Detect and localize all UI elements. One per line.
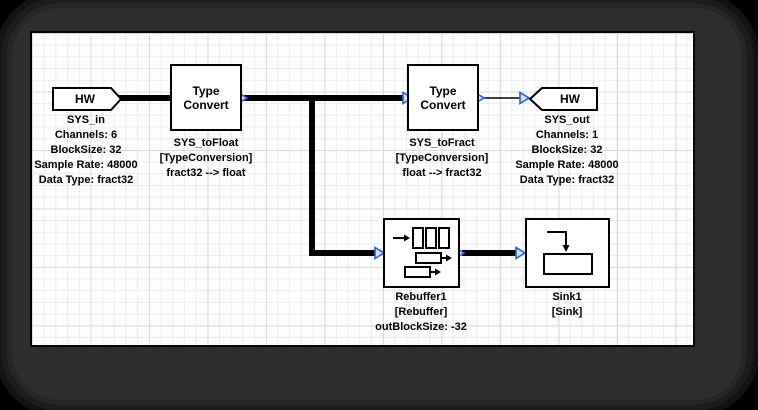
block-hw-in[interactable]: HW (52, 87, 123, 111)
port-in-hw-out[interactable] (519, 91, 531, 105)
node-detail: fract32 --> float (166, 167, 246, 179)
block-title: Type Convert (420, 83, 466, 112)
sink-icon (542, 231, 593, 275)
block-title: Type Convert (183, 83, 229, 112)
node-type: [Sink] (551, 306, 583, 318)
block-hw-in-title: HW (75, 92, 96, 106)
schematic-canvas[interactable]: HW SYS_in Channels: 6 BlockSize: 32 Samp… (32, 33, 693, 345)
node-prop: BlockSize: 32 (531, 144, 603, 156)
block-rebuffer1[interactable] (383, 218, 460, 288)
node-detail: float --> fract32 (402, 167, 482, 179)
node-prop: Channels: 6 (54, 129, 118, 141)
node-type: [TypeConversion] (159, 152, 253, 164)
sys-tofloat-labels: SYS_toFloat [TypeConversion] fract32 -->… (160, 136, 253, 181)
sink1-labels: Sink1 [Sink] (552, 290, 583, 320)
hw-out-labels: SYS_out Channels: 1 BlockSize: 32 Sample… (515, 113, 618, 188)
sys-tofract-labels: SYS_toFract [TypeConversion] float --> f… (396, 136, 489, 181)
wire-branch-rebuffer[interactable] (309, 98, 378, 256)
wires-layer (109, 91, 531, 260)
port-in-rebuffer1[interactable] (374, 246, 386, 260)
node-name: Sink1 (552, 291, 582, 303)
rebuffer-icon (392, 227, 452, 278)
block-sys-tofract[interactable]: Type Convert (407, 64, 479, 131)
node-type: [TypeConversion] (395, 152, 489, 164)
node-detail: outBlockSize: -32 (375, 321, 467, 333)
block-sys-tofloat[interactable]: Type Convert (170, 64, 242, 131)
block-sink1[interactable] (525, 218, 610, 288)
node-prop: Data Type: fract32 (519, 174, 615, 186)
node-prop: Sample Rate: 48000 (34, 159, 138, 171)
node-type: [Rebuffer] (394, 306, 448, 318)
hw-in-labels: SYS_in Channels: 6 BlockSize: 32 Sample … (34, 113, 137, 188)
rebuffer1-labels: Rebuffer1 [Rebuffer] outBlockSize: -32 (375, 290, 467, 335)
node-prop: Channels: 1 (535, 129, 599, 141)
node-name: SYS_toFract (409, 137, 475, 149)
block-hw-out-title: HW (560, 92, 581, 106)
node-name: Rebuffer1 (395, 291, 447, 303)
port-in-sink1[interactable] (515, 246, 527, 260)
node-name: SYS_toFloat (173, 137, 239, 149)
block-hw-out[interactable]: HW (528, 87, 599, 111)
node-prop: Sample Rate: 48000 (515, 159, 619, 171)
node-name: SYS_in (67, 114, 105, 126)
node-prop: Data Type: fract32 (38, 174, 134, 186)
node-prop: BlockSize: 32 (50, 144, 122, 156)
node-name: SYS_out (544, 114, 590, 126)
